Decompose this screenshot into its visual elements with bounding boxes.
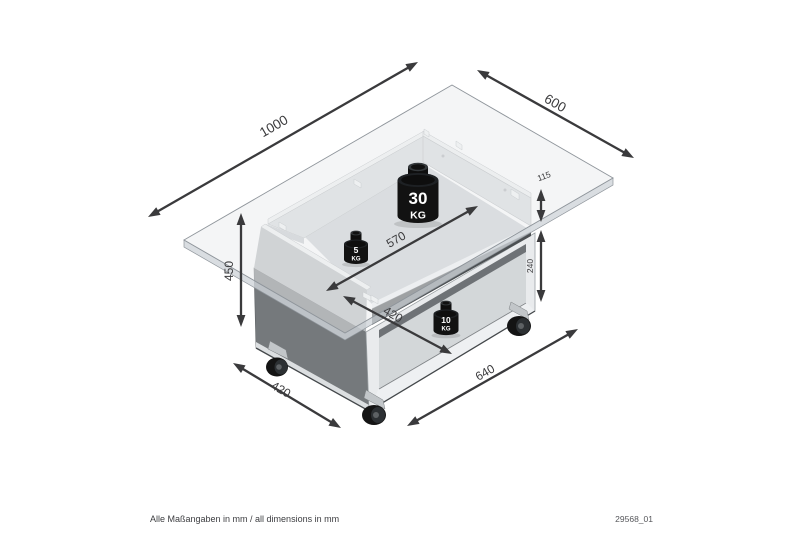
drawing-number: 29568_01 (615, 514, 653, 524)
dimension-label: 640 (473, 361, 498, 383)
weight-value: 10 (441, 315, 451, 325)
weight-unit: KG (352, 257, 361, 263)
dim-420-inner: 420 (343, 296, 452, 354)
dim-115: 115 (536, 169, 552, 222)
dim-240: 240 (525, 230, 546, 302)
weight-unit: KG (442, 327, 451, 333)
units-note: Alle Maßangaben in mm / all dimensions i… (150, 514, 339, 524)
footer: Alle Maßangaben in mm / all dimensions i… (150, 514, 653, 524)
weight-unit: KG (410, 210, 426, 222)
dimension-label: 600 (542, 91, 569, 115)
base-edge-strip (256, 342, 369, 411)
dimension-label: 450 (222, 261, 236, 281)
casters (266, 301, 531, 425)
weight-5kg-icon: 5KG (342, 230, 370, 268)
dim-450: 450 (222, 213, 246, 327)
dimension-label: 1000 (257, 112, 291, 140)
caster-icon (266, 340, 289, 377)
weight-value: 5 (354, 245, 359, 255)
dim-640: 640 (407, 329, 578, 426)
coffee-table-illustration (183, 84, 614, 425)
dimension-label: 115 (536, 169, 552, 183)
caster-icon (507, 301, 531, 336)
caster-icon (362, 389, 386, 425)
base-board (369, 302, 535, 411)
weight-value: 30 (409, 189, 428, 208)
dimension-label: 240 (525, 259, 535, 273)
